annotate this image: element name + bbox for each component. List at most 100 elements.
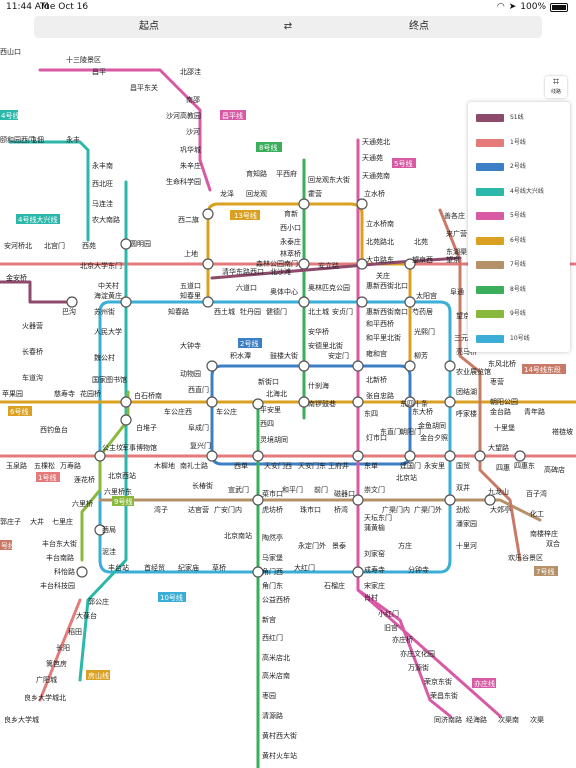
- station-label: 昌平东关: [130, 83, 158, 92]
- station-label: 高米店北: [262, 653, 290, 662]
- end-station-field[interactable]: 终点: [409, 21, 429, 32]
- station-label: 育新: [284, 209, 298, 218]
- station-label: 中关村: [98, 281, 119, 290]
- line-15-badge: 号线: [1, 541, 15, 550]
- station-label: 丰台站: [108, 563, 129, 572]
- station-label: 健德门: [266, 307, 287, 316]
- station-label: 呼家楼: [456, 409, 477, 418]
- station-label: 安立路: [318, 261, 339, 270]
- status-time: 11:44 AM: [6, 2, 49, 12]
- station-label: 立水桥: [364, 189, 385, 198]
- line-2-badge: 2号线: [240, 339, 258, 348]
- legend-swatch: [476, 261, 504, 269]
- station-label: 永安里: [424, 461, 445, 470]
- legend-item[interactable]: 1号线: [468, 137, 570, 149]
- legend-item[interactable]: 8号线: [468, 284, 570, 296]
- legend-item[interactable]: 10号线: [468, 333, 570, 345]
- line-changping-path: [38, 68, 212, 192]
- station-label: 枣园: [262, 691, 276, 700]
- station-label: 高碑店: [544, 465, 565, 474]
- station-label: 巴沟: [62, 307, 76, 316]
- station-label: 什刹海: [308, 381, 329, 390]
- station-label: 东单: [364, 461, 378, 470]
- swap-icon[interactable]: ⇄: [283, 21, 293, 32]
- station-label: 泥洼: [102, 547, 116, 556]
- station-label: 大红门: [294, 563, 315, 572]
- station-label: 旧宫: [384, 623, 398, 632]
- station-label: 慈寿寺: [54, 389, 75, 398]
- station-label: 安华桥: [308, 327, 329, 336]
- station-label: 亦庄文化园: [400, 649, 435, 658]
- station-label: 经海路: [466, 715, 487, 724]
- station-label: 国贸: [456, 461, 470, 470]
- station-label: 高米店南: [262, 671, 290, 680]
- legend-item[interactable]: 6号线: [468, 235, 570, 247]
- station-label: 北苑路北: [366, 237, 394, 246]
- station-label: 六道口: [236, 283, 257, 292]
- station-label: 西北旺: [92, 180, 113, 188]
- station-label: 玉泉路: [6, 461, 27, 470]
- station-label: 西苑: [82, 241, 96, 250]
- station-label: 金安桥: [6, 273, 27, 282]
- legend-item[interactable]: 9号线: [468, 308, 570, 320]
- line-13-path: [206, 202, 364, 266]
- station-label: 灵境胡同: [260, 435, 288, 444]
- line-10-path: [98, 300, 452, 574]
- station-label: 北沙滩: [270, 267, 291, 276]
- station-label: 西单: [234, 461, 248, 470]
- subway-map[interactable]: 4号线大兴线 4号线大兴线 13号线 8号线 5号线 2号线 6号线 1号线 9…: [0, 40, 576, 768]
- station-label: 荣昌东街: [430, 691, 458, 700]
- station-label: 生命科学园: [166, 177, 201, 186]
- legend-item[interactable]: S1线: [468, 112, 570, 124]
- station-label: 十里河: [456, 541, 477, 550]
- station-label: 望京南: [456, 311, 477, 320]
- station-label: 角门西: [262, 567, 283, 576]
- station-label: 虎坊桥: [262, 505, 283, 514]
- station-label: 西局: [102, 526, 116, 534]
- line-legend-button[interactable]: ⌗ 线路: [545, 76, 567, 98]
- station-label: 同济南路: [434, 715, 462, 724]
- station-label: 欢乐谷景区: [508, 553, 543, 562]
- station-label: 朝阳门: [400, 427, 421, 436]
- station-label: 安河桥北: [4, 241, 32, 250]
- line-yizhuang-path: [356, 588, 502, 718]
- station-label: 大郊亭: [490, 505, 511, 514]
- station-label: 灯市口: [366, 433, 387, 442]
- legend-button-label: 线路: [550, 89, 561, 95]
- station-label: 科怡路: [54, 567, 75, 576]
- station-label: 北土城: [308, 307, 329, 316]
- line-10-badge: 10号线: [160, 593, 183, 602]
- start-station-field[interactable]: 起点: [139, 21, 159, 32]
- station-label: 万寿路: [60, 461, 81, 470]
- station-label: 荣京东街: [424, 677, 452, 686]
- line-5-badge: 5号线: [394, 159, 412, 168]
- station-label: 知春里: [180, 291, 201, 300]
- station-label: 石榴庄: [324, 581, 345, 590]
- station-label: 沙河: [186, 128, 200, 136]
- station-label: 永定门外: [298, 541, 326, 550]
- fangshan-badge: 房山线: [88, 671, 109, 680]
- legend-item[interactable]: 5号线: [468, 210, 570, 222]
- station-label: 丰台东大街: [42, 539, 77, 548]
- legend-swatch: [476, 163, 504, 171]
- line-7-badge: 7号线: [536, 567, 554, 576]
- station-label: 南楼梓庄: [530, 529, 558, 538]
- legend-swatch: [476, 212, 504, 220]
- station-label: 十三陵景区: [66, 55, 101, 64]
- station-label: 西小口: [280, 223, 301, 232]
- station-label: 王府井: [328, 461, 349, 470]
- station-label: 莲花桥: [74, 475, 95, 484]
- station-label: 太阳宫: [416, 291, 437, 300]
- line-4-path: [78, 180, 128, 682]
- legend-item[interactable]: 2号线: [468, 161, 570, 173]
- station-label: 牡丹园: [240, 307, 261, 316]
- legend-item[interactable]: 7号线: [468, 259, 570, 271]
- station-label: 潘家园: [456, 519, 477, 528]
- legend-item[interactable]: 4号线大兴线: [468, 186, 570, 198]
- station-label: 农业展览馆: [456, 367, 491, 376]
- station-label: 清华东路西口: [222, 267, 264, 276]
- station-label: 六里桥: [72, 499, 93, 508]
- station-label: 花园桥: [80, 389, 101, 398]
- station-label: 百子湾: [526, 489, 547, 498]
- station-label: 惠新西街南口: [366, 307, 408, 316]
